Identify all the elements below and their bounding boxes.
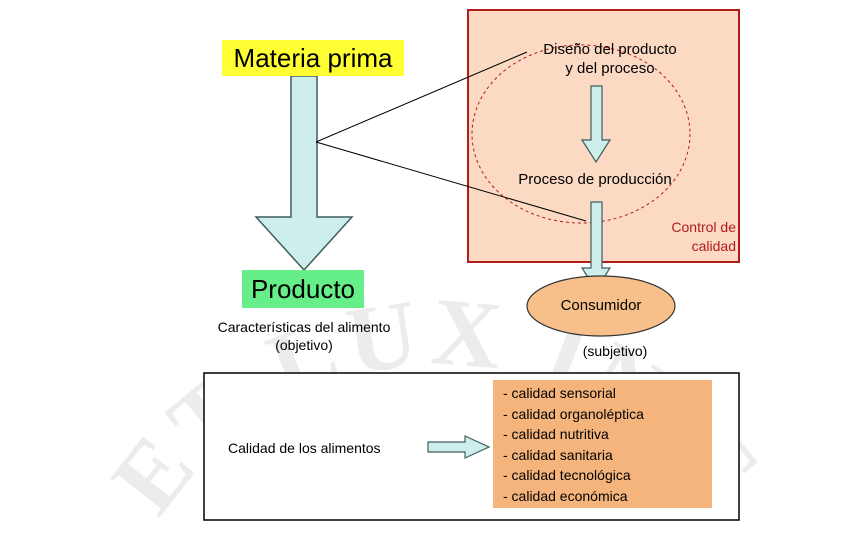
- process-ellipse: [471, 44, 691, 224]
- control-line-1: Control de: [671, 219, 736, 235]
- objetivo-line: (objetivo): [275, 337, 333, 353]
- calidad-alimentos-label: Calidad de los alimentos: [228, 440, 381, 456]
- arrow-diseno-proceso: [580, 85, 612, 164]
- control-calidad-label: Control de calidad: [640, 218, 736, 256]
- diseno-label: Diseño del producto y del proceso: [515, 40, 705, 78]
- control-line-2: calidad: [691, 238, 736, 254]
- quality-item: - calidad tecnológica: [503, 467, 631, 484]
- main-arrow: [254, 75, 354, 272]
- materia-prima-label: Materia prima: [222, 40, 404, 76]
- subjetivo-label: (subjetivo): [582, 343, 648, 359]
- quality-list: - calidad sensorial - calidad organolépt…: [493, 380, 712, 508]
- proceso-label: Proceso de producción: [518, 171, 672, 188]
- caracteristicas-label: Características del alimento (objetivo): [186, 318, 422, 354]
- arrow-calidad-list: [427, 435, 491, 459]
- diseno-line-1: Diseño del producto: [543, 41, 677, 58]
- producto-label: Producto: [242, 270, 364, 308]
- consumidor-ellipse: [526, 275, 676, 337]
- connector-line-upper: [315, 51, 528, 143]
- quality-item: - calidad económica: [503, 487, 628, 504]
- quality-item: - calidad organoléptica: [503, 405, 644, 422]
- quality-item: - calidad sensorial: [503, 385, 616, 401]
- quality-item: - calidad nutritiva: [503, 426, 609, 443]
- consumidor-label: Consumidor: [560, 297, 642, 314]
- caracteristicas-line: Características del alimento: [217, 319, 391, 335]
- connector-line-lower: [315, 141, 587, 222]
- quality-item: - calidad sanitaria: [503, 446, 613, 463]
- control-calidad-box: [467, 9, 740, 263]
- diseno-line-2: y del proceso: [565, 60, 655, 77]
